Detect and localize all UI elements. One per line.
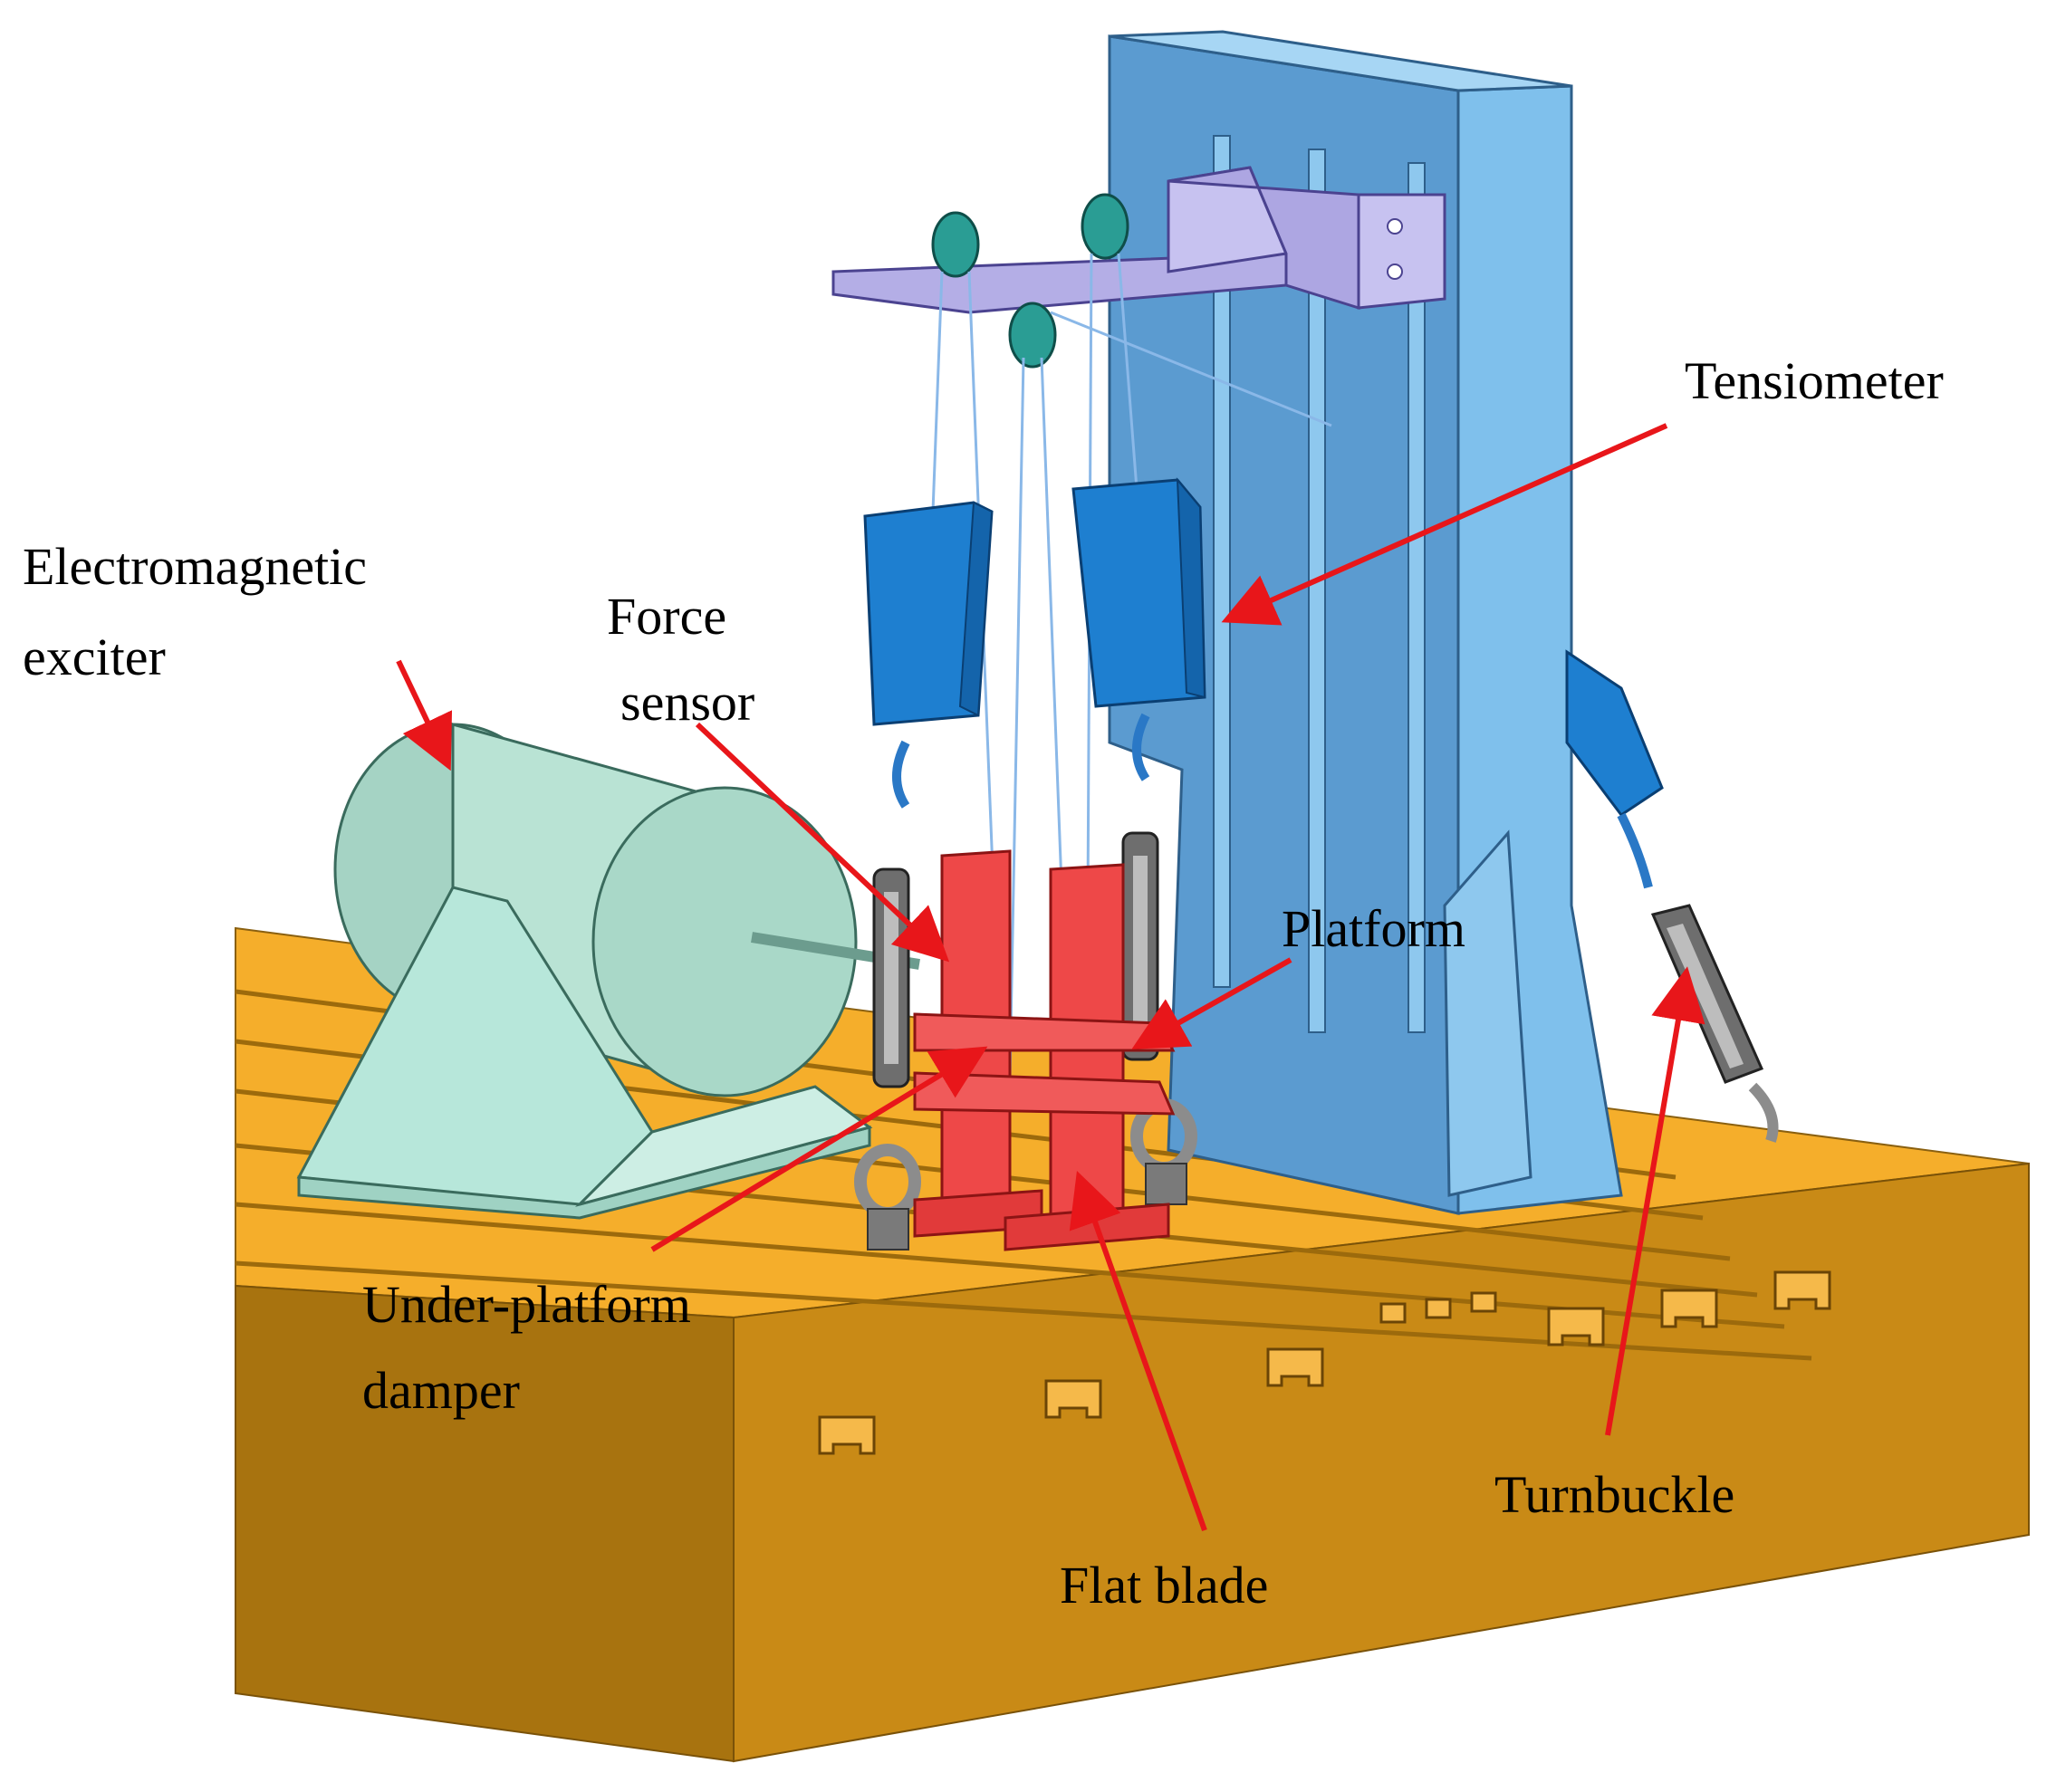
tensiometer-right xyxy=(1071,477,1206,708)
wall-rib xyxy=(1443,829,1532,1197)
arrow-flat-blade xyxy=(1069,1171,1207,1532)
top-bracket xyxy=(831,166,1446,369)
turnbuckle-right xyxy=(1617,812,1779,1143)
table-left-face xyxy=(235,1284,735,1763)
arrow-turnbuckle xyxy=(1605,966,1705,1436)
flat-blade-assembly xyxy=(913,849,1176,1251)
annotation-arrows xyxy=(396,423,1705,1532)
wall-top-face xyxy=(1109,30,1572,92)
electromagnetic-exciter xyxy=(296,723,920,1220)
tensiometer-rear xyxy=(1565,649,1664,818)
label-force-sensor-line1: Force xyxy=(607,587,726,646)
arrow-exciter xyxy=(396,659,453,771)
bracket-plate xyxy=(1357,193,1446,310)
label-platform: Platform xyxy=(1282,899,1465,958)
arrow-tensiometer xyxy=(1221,423,1668,626)
bracket-beam xyxy=(1167,166,1360,311)
wall-slots xyxy=(1213,135,1426,1033)
support-wall xyxy=(1108,30,1623,1215)
arrow-platform xyxy=(1131,957,1292,1049)
test-table xyxy=(235,926,2030,1763)
exciter-stand-rear xyxy=(574,1085,873,1207)
label-force-sensor-line2: sensor xyxy=(620,673,754,732)
arrow-damper xyxy=(650,1046,988,1252)
label-tensiometer: Tensiometer xyxy=(1685,351,1944,410)
label-flat-blade: Flat blade xyxy=(1060,1556,1268,1615)
tensiometer-left xyxy=(863,501,994,726)
label-damper-line1: Under-platform xyxy=(362,1275,691,1334)
label-damper-line2: damper xyxy=(362,1361,520,1420)
label-turnbuckle: Turnbuckle xyxy=(1494,1465,1734,1524)
bolt-hole xyxy=(1387,264,1403,280)
t-slot-ends xyxy=(818,1270,1831,1455)
arrow-force-sensor xyxy=(695,722,950,963)
label-exciter-line1: Electromagnetic xyxy=(23,537,367,596)
label-exciter-line2: exciter xyxy=(23,628,166,686)
labels: Tensiometer Electromagnetic exciter Forc… xyxy=(23,351,1944,1615)
pulley xyxy=(1008,302,1057,369)
pulley xyxy=(931,211,980,278)
bolt-hole xyxy=(1387,218,1403,235)
exciter-front-face xyxy=(591,786,858,1097)
platform xyxy=(913,1012,1176,1052)
pulley xyxy=(1081,193,1129,260)
